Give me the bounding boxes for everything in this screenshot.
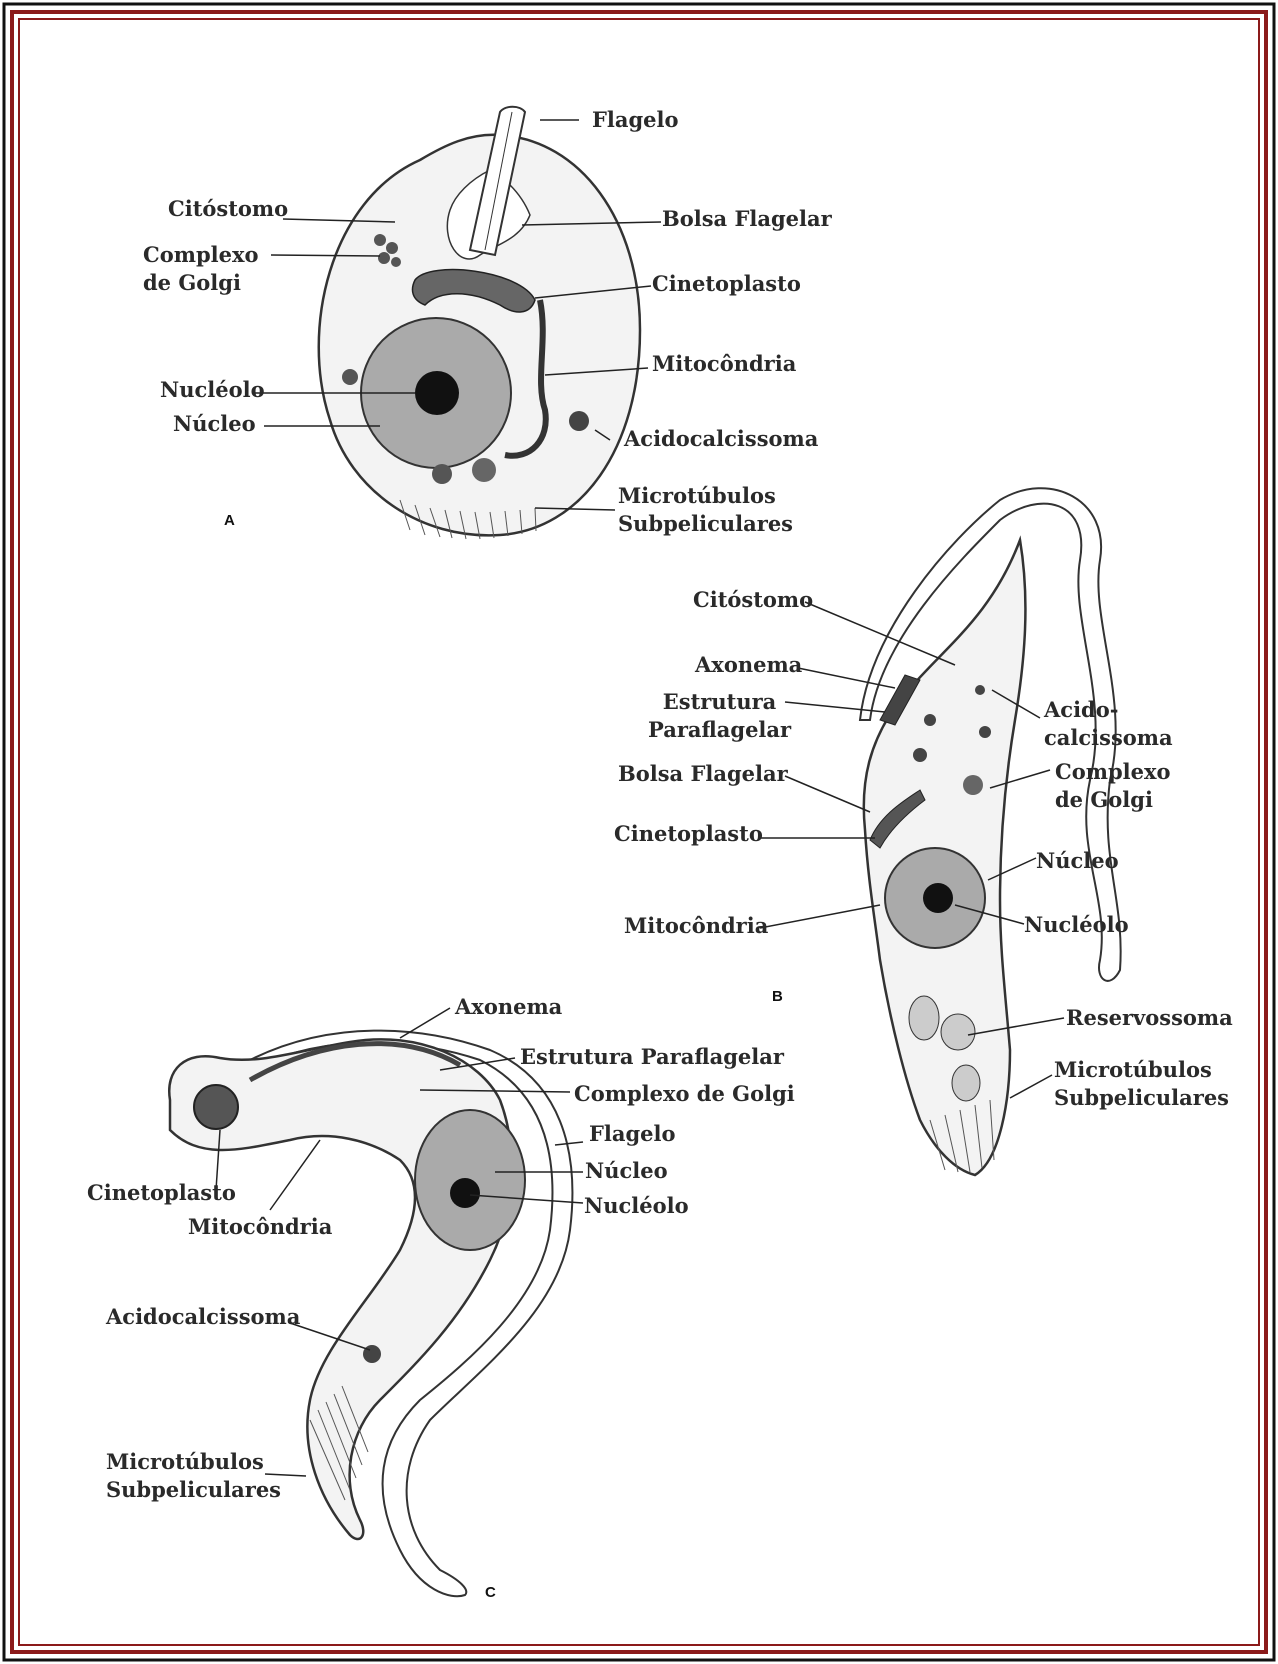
c-label-complexo-golgi: Complexo de Golgi: [574, 1080, 795, 1108]
c-label-mitocondria: Mitocôndria: [188, 1213, 332, 1241]
c-label-estrutura-paraflagelar: Estrutura Paraflagelar: [520, 1043, 784, 1071]
c-label-acidocalcissoma: Acidocalcissoma: [106, 1303, 300, 1331]
cell-c-acidocalcisome: [363, 1345, 381, 1363]
c-label-cinetoplasto: Cinetoplasto: [87, 1179, 236, 1207]
c-label-nucleolo: Nucléolo: [584, 1192, 689, 1220]
c-label-microtubulos: Microtúbulos Subpeliculares: [106, 1448, 281, 1504]
cell-c-kinetoplast: [194, 1085, 238, 1129]
c-label-nucleo: Núcleo: [585, 1157, 668, 1185]
panel-label-c: C: [485, 1584, 496, 1601]
c-label-axonema: Axonema: [455, 993, 562, 1021]
cell-c-nucleolus: [450, 1178, 480, 1208]
c-label-flagelo: Flagelo: [589, 1120, 676, 1148]
